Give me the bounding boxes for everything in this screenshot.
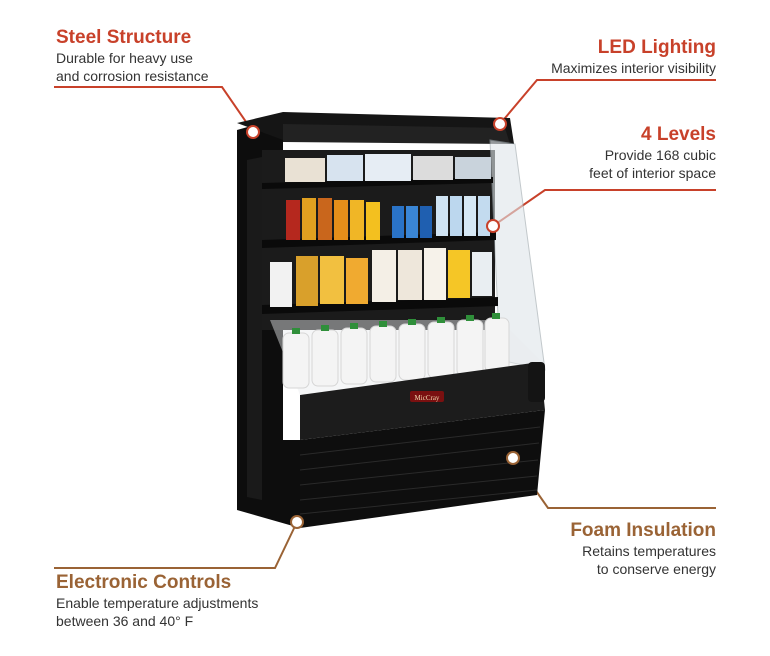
foam-insulation-desc-line2: to conserve energy <box>596 561 716 577</box>
brand-badge <box>410 391 444 402</box>
levels-leader-line <box>492 189 716 227</box>
electronic-marker-dot <box>290 515 304 529</box>
foam-marker-dot <box>506 451 520 465</box>
led-lighting-desc: Maximizes interior visibility <box>551 60 716 76</box>
foam-insulation-title: Foam Insulation <box>570 520 716 541</box>
electronic-controls-callout: Electronic Controls Enable temperature a… <box>56 572 258 630</box>
steel-structure-desc-line1: Durable for heavy use <box>56 50 193 66</box>
levels-desc-line1: Provide 168 cubic <box>604 147 716 163</box>
foam-leader-line <box>512 457 716 509</box>
electronic-controls-title: Electronic Controls <box>56 572 232 593</box>
electronic-controls-desc-line2: between 36 and 40° F <box>56 613 194 629</box>
levels-desc-line2: feet of interior space <box>589 165 716 181</box>
foam-insulation-callout: Foam Insulation Retains temperatures to … <box>570 520 716 578</box>
brand-badge-text: MicCray <box>415 394 440 402</box>
led-lighting-title: LED Lighting <box>597 37 716 58</box>
steel-structure-callout: Steel Structure Durable for heavy use an… <box>56 27 209 85</box>
marker-dots <box>246 117 520 529</box>
merchandiser-cabinet <box>237 112 546 528</box>
foam-insulation-desc-line1: Retains temperatures <box>582 543 716 559</box>
steel-structure-desc-line2: and corrosion resistance <box>56 68 209 84</box>
steel-leader-line <box>54 86 254 133</box>
electronic-controls-desc-line1: Enable temperature adjustments <box>56 595 259 611</box>
steel-marker-dot <box>246 125 260 139</box>
levels-callout: 4 Levels Provide 168 cubic feet of inter… <box>589 124 716 182</box>
led-lighting-callout: LED Lighting Maximizes interior visibili… <box>551 37 716 77</box>
steel-structure-title: Steel Structure <box>56 27 192 48</box>
led-marker-dot <box>493 117 507 131</box>
led-leader-line <box>499 79 716 125</box>
levels-marker-dot <box>486 219 500 233</box>
levels-title: 4 Levels <box>641 124 716 145</box>
electronic-leader-line <box>54 521 298 569</box>
